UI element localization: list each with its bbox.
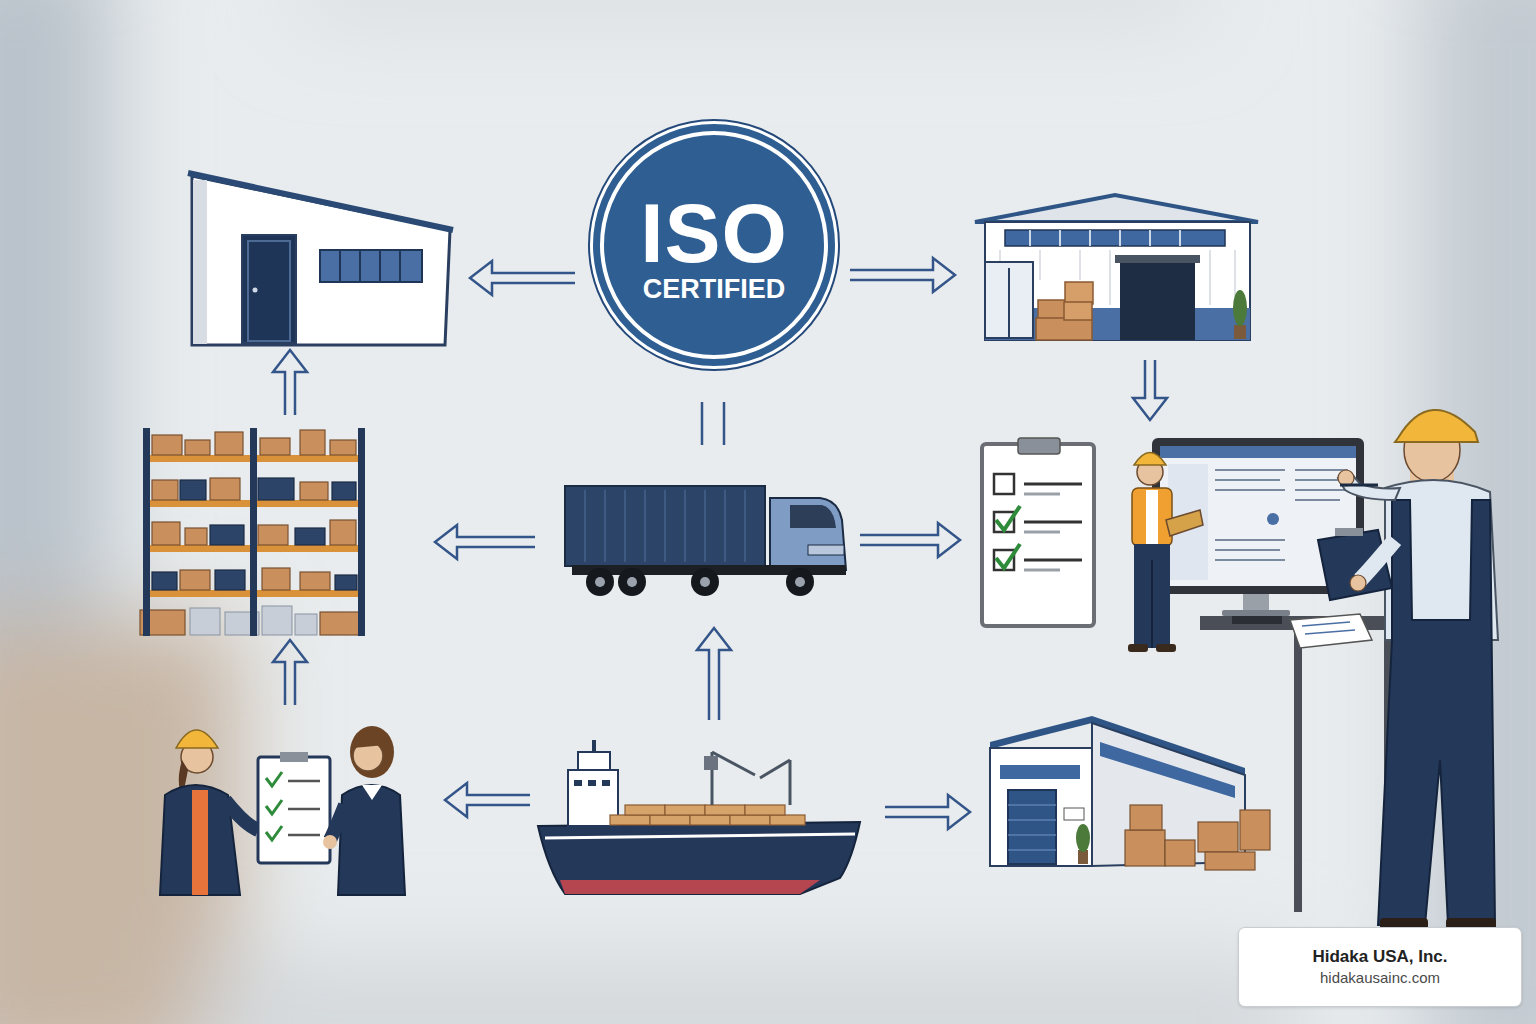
office-building [188, 173, 453, 345]
warehouse [975, 195, 1258, 340]
worker-figure [1128, 453, 1203, 653]
cargo-ship [538, 740, 860, 894]
certification-badge: ISOCERTIFIED [588, 119, 840, 371]
sub-text: hidakausainc.com [1259, 968, 1501, 988]
warehouse [990, 716, 1270, 870]
heading-text: ISO [640, 191, 788, 275]
watermark-card: Hidaka USA, Inc.hidakausainc.com [1238, 927, 1522, 1007]
sub-text: CERTIFIED [643, 275, 786, 305]
truck [565, 486, 846, 596]
worker-figure [1318, 410, 1498, 930]
storage-shelves [140, 428, 365, 636]
heading-text: Hidaka USA, Inc. [1259, 946, 1501, 968]
checklist-clipboard [982, 438, 1094, 626]
people-figures [160, 726, 405, 895]
